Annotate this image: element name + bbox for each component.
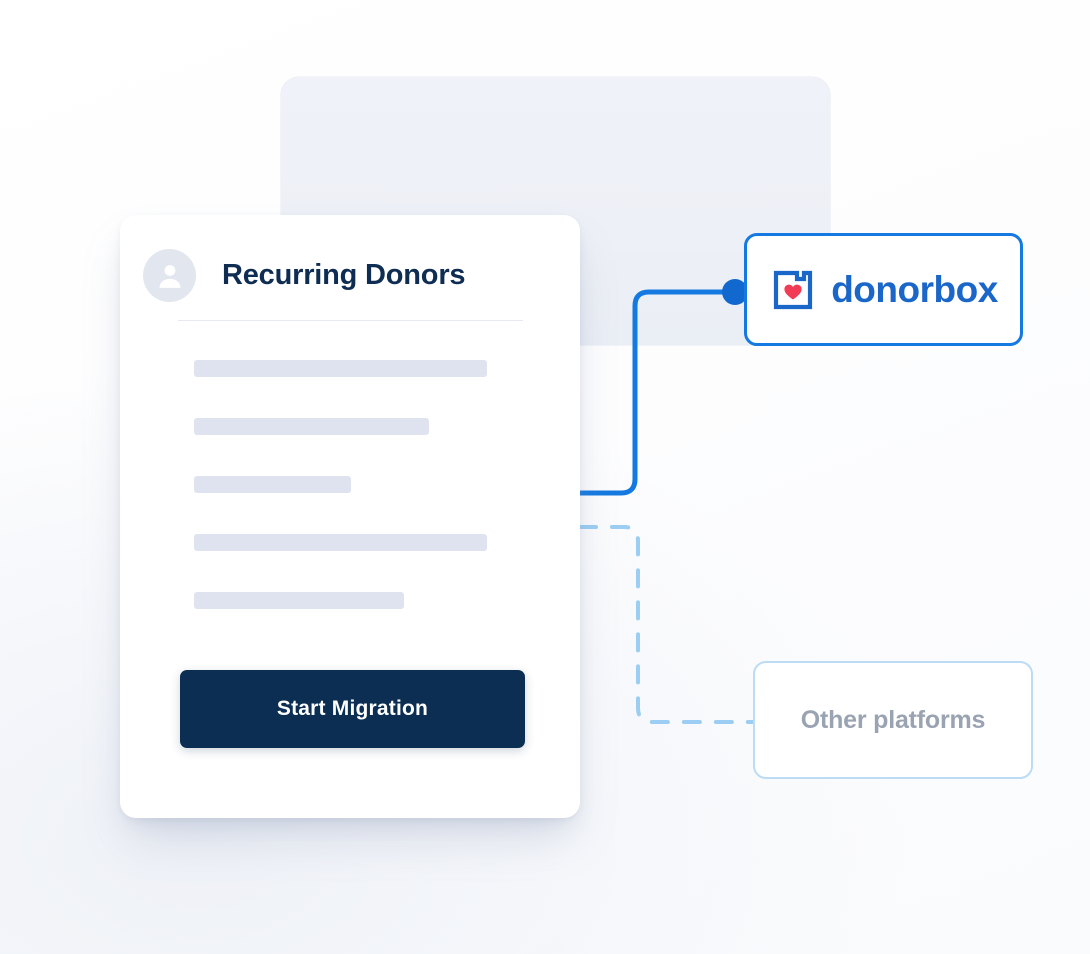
migration-card: Recurring Donors Start Migration [120,215,580,818]
donorbox-logo-icon [774,270,813,309]
connector-to-other-platforms [578,525,757,724]
connector-to-donorbox [577,289,738,496]
skeleton-row [194,360,487,377]
page-title: Recurring Donors [222,259,466,291]
connector-endpoint-dot [722,279,748,305]
skeleton-row [194,534,487,551]
node-other-platforms[interactable]: Other platforms [753,661,1033,779]
skeleton-placeholder-list [194,360,514,609]
skeleton-row [194,592,404,609]
user-avatar-icon [143,249,196,302]
start-migration-button[interactable]: Start Migration [180,670,525,748]
other-platforms-label: Other platforms [800,705,986,734]
header-divider [178,320,523,321]
donorbox-wordmark: donorbox [831,269,998,310]
node-donorbox[interactable]: donorbox [744,233,1023,346]
card-header: Recurring Donors [143,249,466,302]
skeleton-row [194,418,429,435]
skeleton-row [194,476,351,493]
